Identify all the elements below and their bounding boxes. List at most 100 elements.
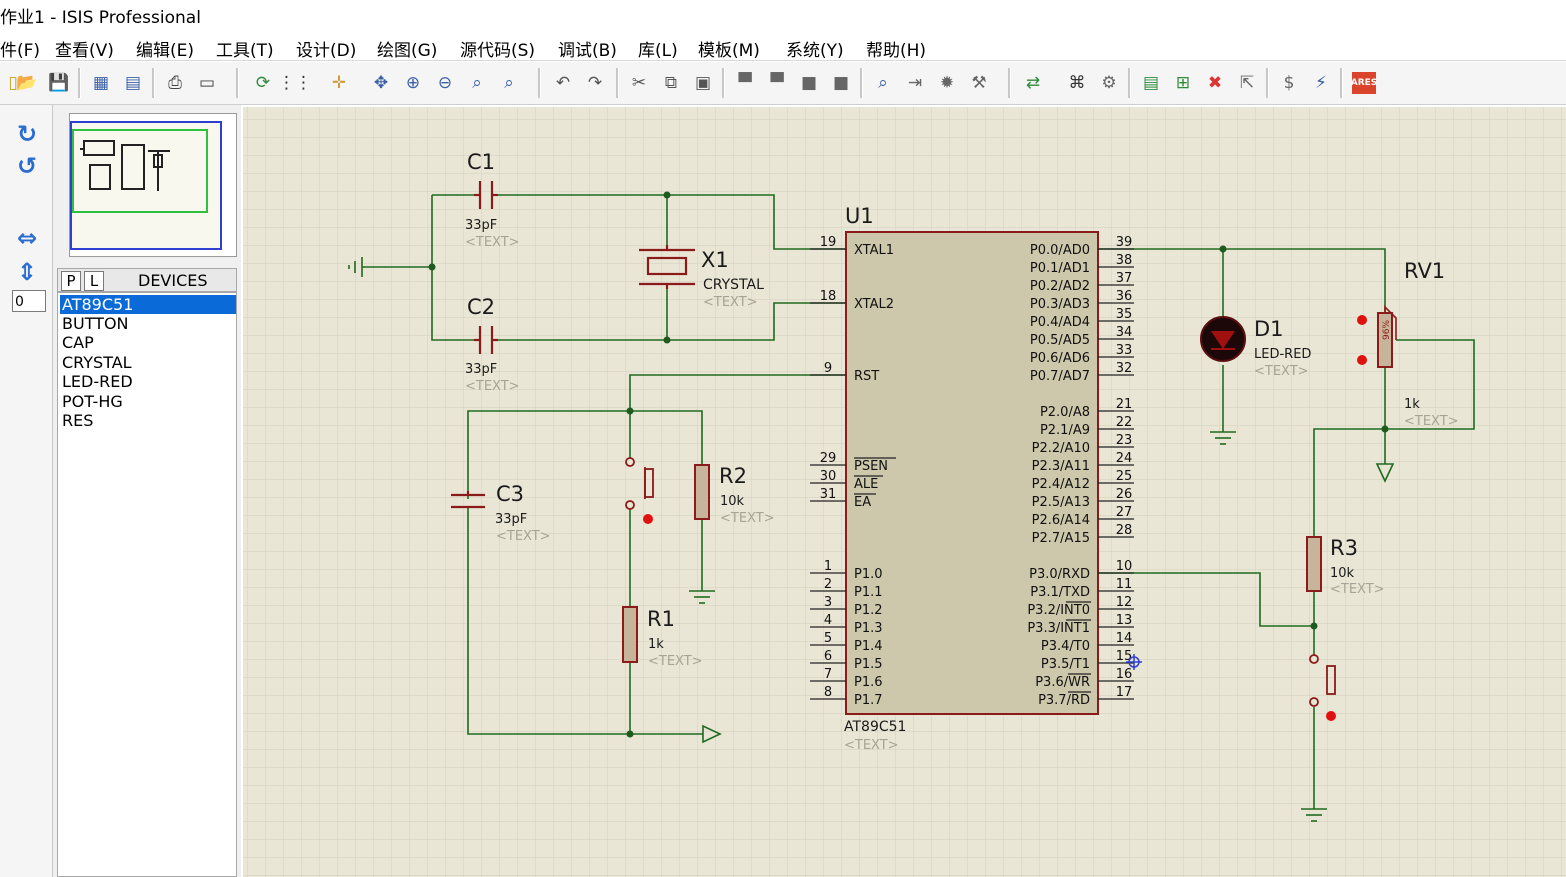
open-folder-icon[interactable]: 📂: [16, 73, 38, 93]
pin-number: 37: [1116, 271, 1133, 286]
r1-text-placeholder: <TEXT>: [648, 654, 703, 669]
block-copy-icon[interactable]: ▀: [738, 73, 752, 93]
grid-icon[interactable]: ⋮⋮: [278, 73, 312, 93]
menu-design[interactable]: 设计(D): [296, 41, 357, 61]
chip-body-u1[interactable]: [845, 231, 1099, 715]
import-section-icon[interactable]: ▦: [92, 73, 110, 93]
zoom-out-icon[interactable]: ⊖: [437, 73, 453, 93]
undo-icon[interactable]: ↶: [555, 73, 571, 93]
search-tag-icon[interactable]: ⌘: [1068, 73, 1086, 93]
resistors: [622, 312, 1393, 663]
pin-name: P0.3/AD3: [1030, 297, 1090, 312]
block-delete-icon[interactable]: ■: [832, 73, 850, 93]
pin-number: 18: [820, 289, 837, 304]
pot-wiper: [1384, 305, 1397, 340]
property-tool-icon[interactable]: ⚙: [1101, 73, 1117, 93]
ares-icon[interactable]: ARES: [1351, 72, 1377, 94]
r2-ref: R2: [719, 464, 747, 488]
device-item[interactable]: LED-RED: [62, 372, 133, 391]
pin-name: P0.1/AD1: [1030, 261, 1090, 276]
cut-icon[interactable]: ✂: [631, 73, 647, 93]
library-manager-button[interactable]: L: [84, 271, 104, 291]
menu-source[interactable]: 源代码(S): [460, 41, 536, 61]
x1-value: CRYSTAL: [703, 277, 764, 293]
zoom-in-icon[interactable]: ⊕: [405, 73, 421, 93]
r1-value: 1k: [648, 637, 664, 652]
pin-number: 6: [824, 649, 832, 664]
c1-value: 33pF: [465, 218, 497, 233]
pin-number: 8: [824, 685, 832, 700]
pin-name: P2.4/A12: [1032, 477, 1090, 492]
pin-name: P1.3: [854, 621, 883, 636]
electrical-rule-check-icon[interactable]: ⚡: [1315, 73, 1327, 93]
device-item[interactable]: AT89C51: [60, 295, 236, 314]
wire-autorouter-icon[interactable]: ⇄: [1025, 73, 1041, 93]
pick-devices-button[interactable]: P: [61, 271, 81, 291]
pan-icon[interactable]: ✥: [373, 73, 389, 93]
block-rotate-icon[interactable]: ■: [800, 73, 818, 93]
redo-icon[interactable]: ↷: [587, 73, 603, 93]
pin-name: P0.7/AD7: [1030, 369, 1090, 384]
device-item[interactable]: POT-HG: [62, 392, 123, 411]
menu-tools[interactable]: 工具(T): [216, 41, 274, 61]
pin-name: P1.2: [854, 603, 883, 618]
new-file-icon[interactable]: ▯: [8, 73, 18, 93]
schematic-drawing[interactable]: 19XTAL118XTAL29RST29PSEN30ALE31EA1P1.02P…: [243, 107, 1566, 877]
block-move-icon[interactable]: ▀: [770, 73, 784, 93]
menu-file[interactable]: 件(F): [0, 41, 41, 61]
add-sheet-icon[interactable]: ⊞: [1175, 73, 1191, 93]
pin-number: 10: [1116, 559, 1133, 574]
pick-device-icon[interactable]: ⌕: [878, 73, 888, 93]
menu-help[interactable]: 帮助(H): [866, 41, 927, 61]
new-sheet-icon[interactable]: ▤: [1142, 73, 1160, 93]
pin-name: P2.2/A10: [1032, 441, 1090, 456]
u1-part: AT89C51: [844, 719, 906, 735]
decompose-icon[interactable]: ⚒: [971, 73, 987, 93]
pin-number: 25: [1116, 469, 1133, 484]
export-section-icon[interactable]: ▤: [124, 73, 142, 93]
menu-library[interactable]: 库(L): [638, 41, 678, 61]
device-item[interactable]: BUTTON: [62, 314, 129, 333]
save-icon[interactable]: 💾: [48, 73, 70, 93]
rotate-clockwise-icon[interactable]: ↻: [16, 120, 38, 148]
menu-debug[interactable]: 调试(B): [558, 41, 617, 61]
menu-bar: 件(F) 查看(V) 编辑(E) 工具(T) 设计(D) 绘图(G) 源代码(S…: [0, 30, 1566, 61]
menu-view[interactable]: 查看(V): [55, 41, 114, 61]
pin-name: P1.4: [854, 639, 883, 654]
paste-icon[interactable]: ▣: [694, 73, 712, 93]
origin-icon[interactable]: ✛: [331, 73, 347, 93]
remove-sheet-icon[interactable]: ✖: [1207, 73, 1223, 93]
rotate-anticlockwise-icon[interactable]: ↺: [16, 152, 38, 180]
menu-template[interactable]: 模板(M): [698, 41, 760, 61]
page-setup-icon[interactable]: ▭: [198, 73, 216, 93]
mirror-horizontal-icon[interactable]: ⇔: [16, 224, 38, 252]
make-device-icon[interactable]: ⇥: [907, 73, 923, 93]
c2-text-placeholder: <TEXT>: [465, 379, 520, 394]
menu-system[interactable]: 系统(Y): [786, 41, 844, 61]
d1-ref: D1: [1254, 317, 1284, 341]
bill-of-materials-icon[interactable]: $: [1283, 73, 1295, 93]
exit-to-parent-icon[interactable]: ⇱: [1239, 73, 1255, 93]
crosshair-cursor: [1126, 654, 1142, 670]
print-icon[interactable]: ⎙: [168, 73, 182, 93]
rv1-body-text: 96%: [1382, 320, 1392, 340]
rotation-angle-input[interactable]: 0: [12, 290, 46, 312]
pin-name: P3.5/T1: [1041, 657, 1090, 672]
device-item[interactable]: CRYSTAL: [62, 353, 132, 372]
menu-graph[interactable]: 绘图(G): [377, 41, 438, 61]
redraw-icon[interactable]: ⟳: [255, 73, 271, 93]
x1-ref: X1: [701, 248, 729, 272]
c1-text-placeholder: <TEXT>: [465, 235, 520, 250]
zoom-all-icon[interactable]: ⌕: [472, 73, 482, 93]
device-item[interactable]: CAP: [62, 333, 94, 352]
zoom-area-icon[interactable]: ⌕: [504, 73, 514, 93]
device-item[interactable]: RES: [62, 411, 94, 430]
packaging-tool-icon[interactable]: ✹: [939, 73, 955, 93]
menu-edit[interactable]: 编辑(E): [136, 41, 195, 61]
pin-name: P0.5/AD5: [1030, 333, 1090, 348]
copy-icon[interactable]: ⧉: [664, 73, 678, 93]
pin-name: P3.3/INT1: [1027, 621, 1090, 636]
overview-viewport[interactable]: [72, 129, 208, 213]
mirror-vertical-icon[interactable]: ⇕: [16, 258, 38, 286]
